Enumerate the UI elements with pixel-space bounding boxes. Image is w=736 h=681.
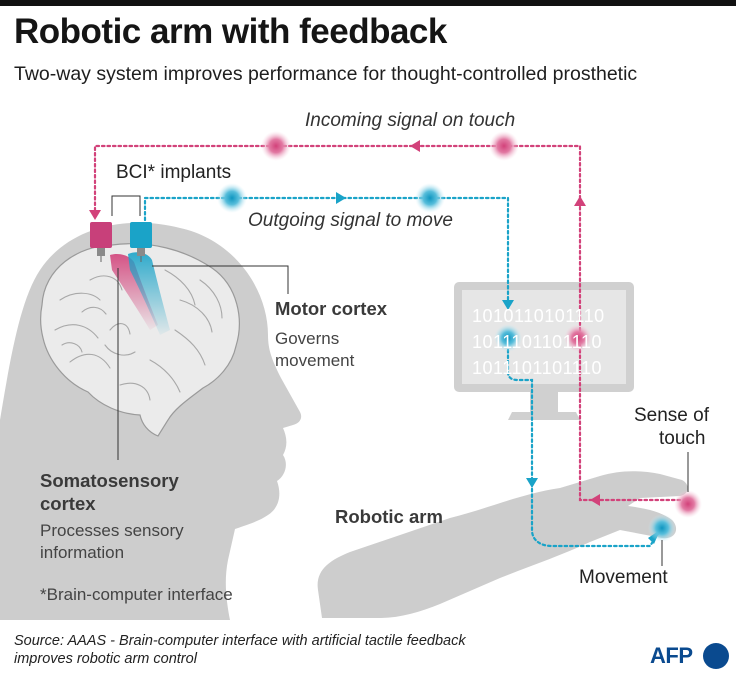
incoming-signal-glow-fingertip <box>674 490 702 518</box>
incoming-signal-glow-screen <box>564 324 592 352</box>
somatosensory-desc-2: information <box>40 543 125 562</box>
incoming-signal-glow-1 <box>261 131 291 161</box>
somatosensory-desc-1: Processes sensory <box>40 521 184 540</box>
screen-code-line-2: 1011101101110 <box>472 332 602 352</box>
source-note: Source: AAAS - Brain-computer interface … <box>14 632 574 668</box>
afp-logo-circle <box>703 643 729 669</box>
motor-cortex-leader <box>152 265 289 294</box>
somatosensory-title-2: cortex <box>40 493 96 514</box>
outgoing-arrow-down <box>502 300 514 310</box>
bci-implants-label: BCI* implants <box>116 162 232 183</box>
sense-of-touch-label-2: touch <box>659 428 706 449</box>
robotic-arm-silhouette <box>317 471 688 618</box>
bci-label-leader <box>111 195 141 216</box>
page-title: Robotic arm with feedback <box>14 12 447 51</box>
screen-code-line-3: 1011101101110 <box>472 358 602 378</box>
outgoing-signal-glow-screen <box>494 324 522 352</box>
incoming-arrow-down <box>89 210 101 220</box>
incoming-arrow-hand <box>590 494 600 506</box>
incoming-arrow-left <box>410 140 420 152</box>
incoming-arrow-up <box>574 196 586 206</box>
outgoing-signal-label: Outgoing signal to move <box>248 210 453 231</box>
sense-of-touch-label-1: Sense of <box>634 405 709 426</box>
bci-implant-sensory <box>90 222 112 262</box>
brain-folds <box>54 269 223 401</box>
bci-footnote: *Brain-computer interface <box>40 585 233 604</box>
bci-implant-motor <box>130 222 152 262</box>
outgoing-signal-glow-2 <box>415 183 445 213</box>
motor-cortex-desc-2: movement <box>275 351 355 370</box>
brain-illustration <box>40 243 240 437</box>
outgoing-signal-glow-hand <box>648 514 676 542</box>
computer-monitor <box>454 282 634 420</box>
somatosensory-cortex-highlight <box>110 253 158 330</box>
source-line-2: improves robotic arm control <box>14 651 197 667</box>
movement-label: Movement <box>579 567 668 588</box>
afp-logo-text: AFP <box>650 643 693 668</box>
incoming-signal-glow-2 <box>489 131 519 161</box>
incoming-signal-label: Incoming signal on touch <box>305 110 516 131</box>
outgoing-arrow-down-2 <box>526 478 538 488</box>
somatosensory-title-1: Somatosensory <box>40 470 179 491</box>
screen-code-line-1: 1010110101110 <box>472 306 605 326</box>
source-line-1: Source: AAAS - Brain-computer interface … <box>14 633 466 649</box>
motor-cortex-desc-1: Governs <box>275 329 340 348</box>
outgoing-signal-glow-1 <box>217 183 247 213</box>
top-bar <box>0 0 736 6</box>
motor-cortex-title: Motor cortex <box>275 298 388 319</box>
outgoing-signal-path <box>143 196 664 548</box>
page-subtitle: Two-way system improves performance for … <box>14 63 638 85</box>
robotic-arm-label: Robotic arm <box>335 506 443 527</box>
motor-cortex-highlight <box>128 252 170 335</box>
incoming-signal-path <box>93 144 682 502</box>
outgoing-arrow-right <box>336 192 346 204</box>
